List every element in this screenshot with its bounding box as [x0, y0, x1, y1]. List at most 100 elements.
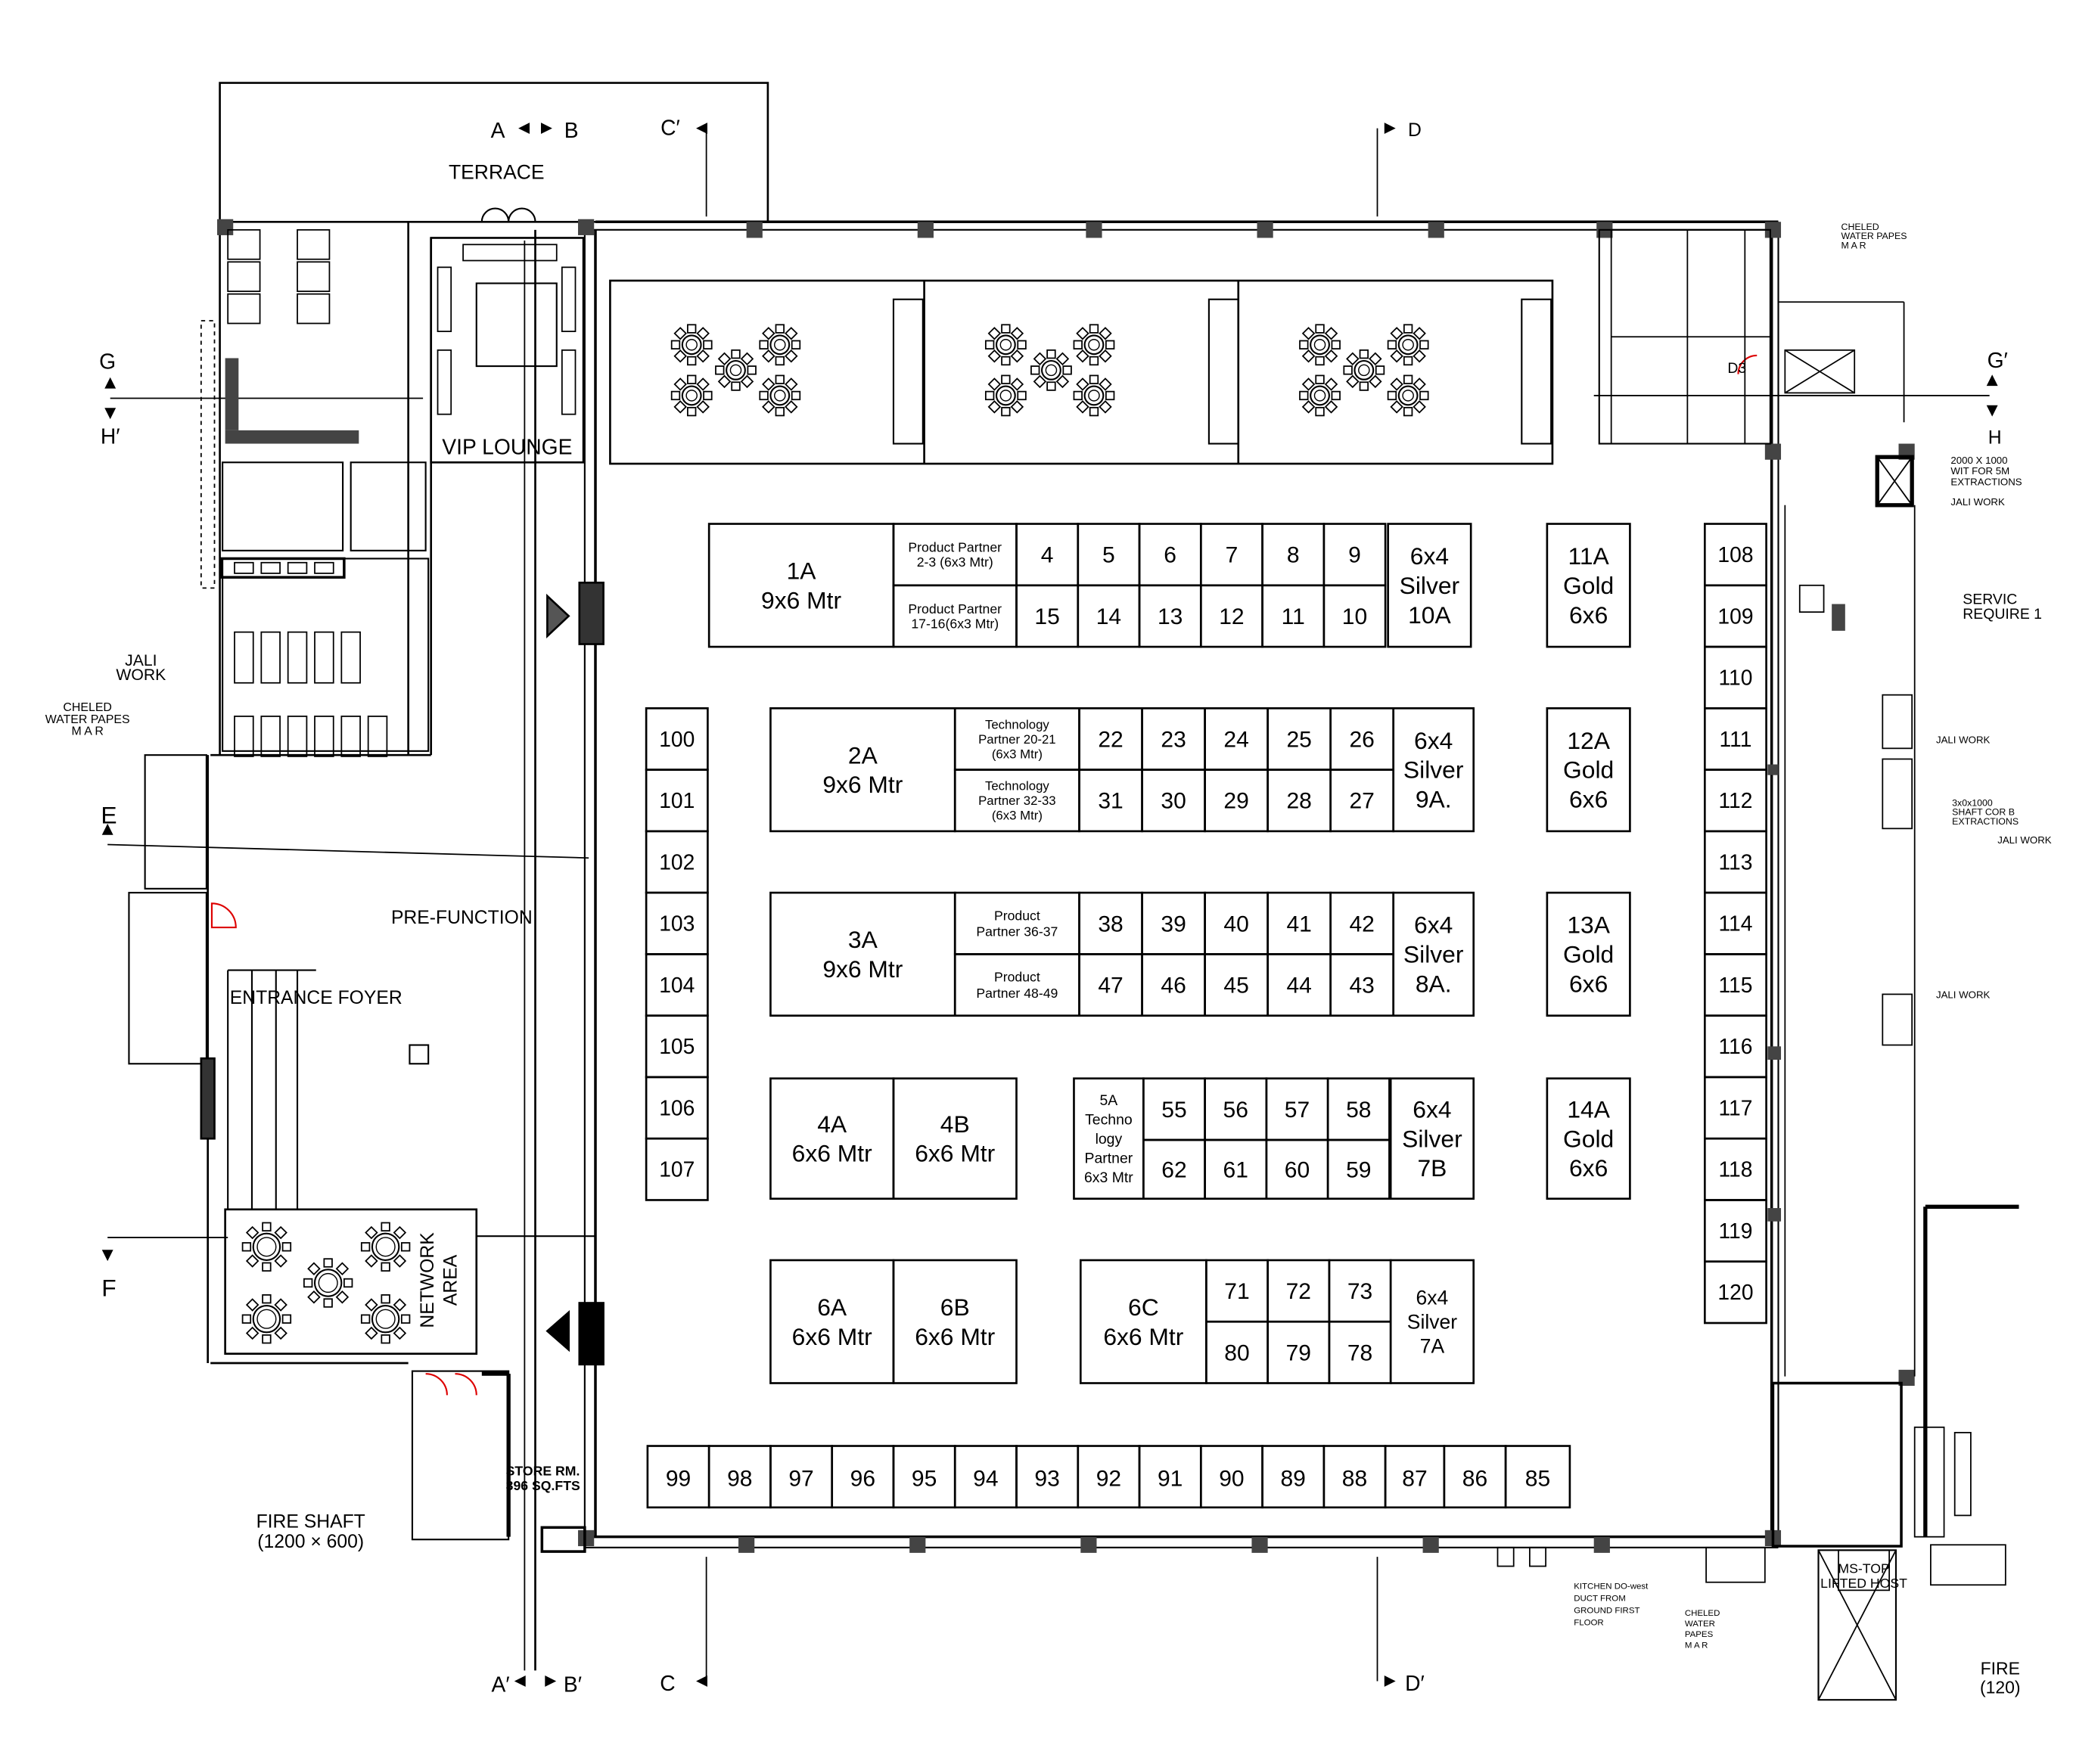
chair — [1315, 324, 1325, 334]
booth-bottom-row-number: 88 — [1342, 1467, 1367, 1492]
round-table-inner — [999, 339, 1012, 351]
chair — [393, 1326, 407, 1340]
chair — [323, 1298, 333, 1308]
top-banquet-zone — [609, 279, 1554, 465]
booth-row3-bottom-number: 46 — [1161, 974, 1186, 998]
chair — [984, 390, 995, 401]
d3-label: D3 — [1727, 360, 1746, 377]
booth-silver-8a-label: Silver — [1403, 941, 1464, 968]
booth-gold-14a-box — [1546, 1077, 1631, 1200]
booth-row4-bottom-number: 62 — [1161, 1157, 1186, 1182]
booth-4a-label: 4A — [817, 1110, 847, 1138]
booth-right-column-cell — [1704, 1260, 1767, 1325]
chair — [274, 1298, 287, 1312]
booth-6a-box — [769, 1259, 895, 1384]
booth-gold-14a-label: Gold — [1563, 1125, 1614, 1152]
wit-shaft-note: 2000 X 1000 — [1950, 455, 2007, 466]
chair — [1301, 377, 1316, 391]
round-table-inner — [1402, 339, 1414, 351]
chair — [323, 1258, 333, 1268]
booth-bottom-row-cell — [1504, 1445, 1571, 1509]
round-table-inner — [774, 390, 786, 402]
section-marker-label: B′ — [564, 1672, 582, 1697]
booth-right-column-number: 114 — [1718, 912, 1752, 936]
store-room-label: STORE RM. — [506, 1463, 580, 1478]
section-arrow — [696, 1675, 707, 1687]
chair — [1369, 352, 1382, 366]
section-marker-label: H — [1988, 428, 2002, 449]
vip-lounge-label: VIP LOUNGE — [442, 435, 572, 459]
section-marker-label: A — [491, 118, 505, 142]
chair — [687, 406, 697, 417]
chair — [1324, 400, 1338, 414]
booth-tech-partner-32-33-label: Technology — [985, 779, 1049, 793]
booth-gold-12a-label: 12A — [1567, 727, 1610, 754]
chair — [775, 374, 785, 384]
chair — [740, 374, 754, 389]
pillar — [409, 1044, 430, 1065]
booth-bottom-row-number: 90 — [1219, 1467, 1244, 1492]
chair — [1076, 327, 1089, 340]
chair — [762, 349, 775, 363]
booth-bottom-row-number: 85 — [1525, 1467, 1550, 1492]
booth-row3-top-number: 39 — [1161, 912, 1186, 936]
chair — [1299, 340, 1309, 349]
chair — [775, 356, 785, 366]
section-arrow — [1384, 123, 1396, 135]
door-swing — [210, 902, 237, 929]
chair — [687, 324, 697, 334]
structural-column — [1086, 222, 1102, 238]
cheled-note: CHELED — [63, 701, 111, 714]
chair — [1105, 340, 1115, 349]
booth-left-column-number: 100 — [659, 727, 695, 751]
chair — [703, 390, 713, 401]
lift-shaft-x — [1784, 349, 1855, 394]
booth-right-column-number: 112 — [1718, 788, 1752, 812]
booth-row4-bottom-number: 61 — [1223, 1157, 1248, 1182]
chair — [1010, 327, 1024, 340]
booth-silver-7b-box — [1389, 1077, 1475, 1200]
booth-gold-11a-box — [1546, 523, 1631, 648]
booth-bottom-row-number: 93 — [1034, 1467, 1059, 1492]
right-box — [1930, 1544, 2006, 1586]
chair — [1387, 340, 1397, 349]
chair — [987, 400, 1002, 414]
exterior-block — [128, 892, 207, 1065]
booth-right-column-number: 108 — [1717, 542, 1753, 567]
cheled-note: PAPES — [1685, 1630, 1714, 1639]
section-arrow — [104, 408, 117, 420]
section-arrow — [1986, 374, 1998, 387]
pre-function-label: PRE-FUNCTION — [391, 908, 533, 928]
chair — [1073, 340, 1083, 349]
jali-work-note: JALI WORK — [1950, 496, 2005, 508]
booth-row3-top-number: 41 — [1286, 912, 1311, 936]
booth-4a-box — [769, 1077, 895, 1200]
storage-bay — [260, 716, 281, 757]
jali-work-note: WORK — [116, 666, 166, 684]
chair — [241, 1314, 252, 1324]
ms-room — [1771, 1381, 1903, 1548]
chair — [1369, 374, 1382, 389]
booth-product-partner-2-3-label: 2-3 (6x3 Mtr) — [917, 554, 993, 570]
chair — [365, 1326, 378, 1340]
chair — [673, 400, 687, 414]
booth-row4-bottom-number: 60 — [1285, 1157, 1310, 1182]
vip-table — [475, 282, 558, 368]
booth-gold-13a-label: 6x6 — [1569, 970, 1608, 997]
booth-silver-10a-label: 6x4 — [1410, 542, 1449, 570]
round-table — [726, 359, 746, 380]
door-swing — [455, 1373, 477, 1396]
cheled-note: M A R — [1685, 1641, 1708, 1650]
network-area-room — [224, 1208, 478, 1355]
chair — [1387, 390, 1397, 401]
booth-row5-top-number: 72 — [1286, 1279, 1311, 1304]
booth-silver-10a-box — [1387, 523, 1472, 648]
burner — [260, 561, 281, 574]
jali-work-note: JALI WORK — [1997, 834, 2052, 846]
chair — [281, 1242, 292, 1252]
booth-silver-9a-box — [1392, 707, 1475, 833]
round-table — [1354, 359, 1375, 380]
booth-silver-8a-label: 6x4 — [1414, 912, 1453, 939]
chair — [1413, 400, 1426, 414]
cheled-note: M A R — [71, 725, 103, 738]
